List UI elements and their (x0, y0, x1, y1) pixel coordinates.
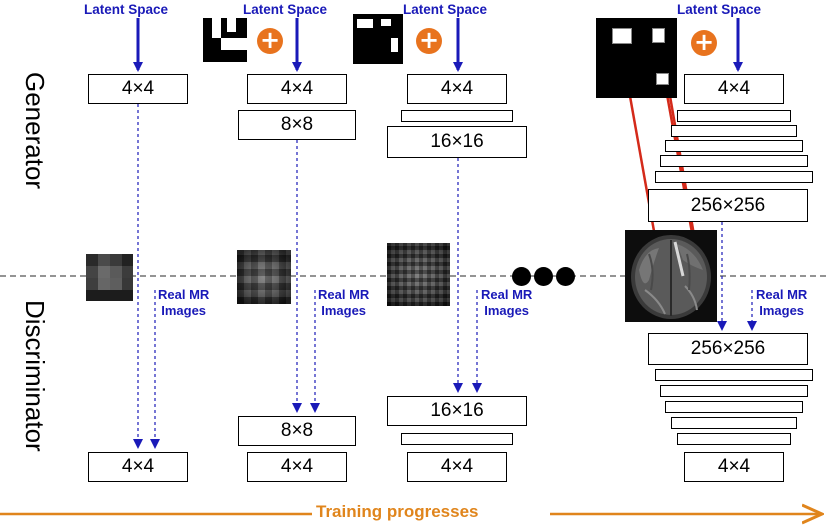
tumor-mask-medium (353, 14, 403, 64)
real-mr-label-4: Real MR Images (756, 287, 807, 319)
disc-256x256-box-col4: 256×256 (648, 333, 808, 365)
gen-layer-bar-col4 (660, 155, 808, 167)
gen-layer-bar-col4 (665, 140, 803, 152)
disc-8x8-box-col2: 8×8 (238, 416, 356, 446)
mr-image-256x256 (625, 230, 717, 322)
gen-layer-bar-col4 (671, 125, 797, 137)
tumor-mask-large (596, 18, 677, 98)
real-mr-label-line2: Images (321, 303, 367, 318)
disc-layer-bar-col4 (655, 369, 813, 381)
gen-layer-bar-col3 (401, 110, 513, 122)
disc-4x4-box-col2: 4×4 (247, 452, 347, 482)
latent-label-3: Latent Space (403, 2, 488, 17)
ellipsis-dots-icon (512, 267, 531, 286)
mr-image-16x16 (387, 243, 450, 306)
real-mr-label-3: Real MR Images (481, 287, 532, 319)
disc-4x4-box-col3: 4×4 (407, 452, 507, 482)
real-mr-label-line2: Images (759, 303, 805, 318)
mr-image-4x4 (86, 254, 133, 301)
disc-layer-bar-col4 (671, 417, 797, 429)
plus-icon: + (416, 28, 442, 54)
tumor-mask-small (203, 18, 247, 62)
latent-label-4: Latent Space (677, 2, 762, 17)
gen-4x4-box-col4: 4×4 (684, 74, 784, 104)
real-mr-label-line2: Images (161, 303, 207, 318)
gen-4x4-box-col2: 4×4 (247, 74, 347, 104)
real-mr-label-1: Real MR Images (158, 287, 209, 319)
gen-4x4-box-col3: 4×4 (407, 74, 507, 104)
ellipsis-dots-icon (556, 267, 575, 286)
disc-4x4-box-col1: 4×4 (88, 452, 188, 482)
real-mr-label-line2: Images (484, 303, 530, 318)
disc-layer-bar-col4 (677, 433, 791, 445)
training-progress-label: Training progresses (316, 502, 479, 521)
gen-8x8-box-col2: 8×8 (238, 110, 356, 140)
real-mr-label-line1: Real MR (481, 287, 533, 302)
real-mr-label-2: Real MR Images (318, 287, 369, 319)
disc-4x4-box-col4: 4×4 (684, 452, 784, 482)
gen-4x4-box-col1: 4×4 (88, 74, 188, 104)
generator-label: Generator (20, 72, 50, 190)
real-mr-label-line1: Real MR (318, 287, 370, 302)
latent-label-1: Latent Space (84, 2, 169, 17)
gen-16x16-box-col3: 16×16 (387, 126, 527, 158)
disc-layer-bar-col4 (660, 385, 808, 397)
gen-256x256-box-col4: 256×256 (648, 189, 808, 222)
gen-layer-bar-col4 (655, 171, 813, 183)
real-mr-label-line1: Real MR (756, 287, 808, 302)
plus-icon: + (257, 28, 283, 54)
gen-layer-bar-col4 (677, 110, 791, 122)
latent-label-2: Latent Space (243, 2, 328, 17)
disc-layer-bar-col3 (401, 433, 513, 445)
discriminator-label: Discriminator (20, 300, 50, 452)
disc-16x16-box-col3: 16×16 (387, 396, 527, 426)
real-mr-label-line1: Real MR (158, 287, 210, 302)
disc-layer-bar-col4 (665, 401, 803, 413)
ellipsis-dots-icon (534, 267, 553, 286)
plus-icon: + (691, 30, 717, 56)
mr-image-8x8 (237, 250, 291, 304)
